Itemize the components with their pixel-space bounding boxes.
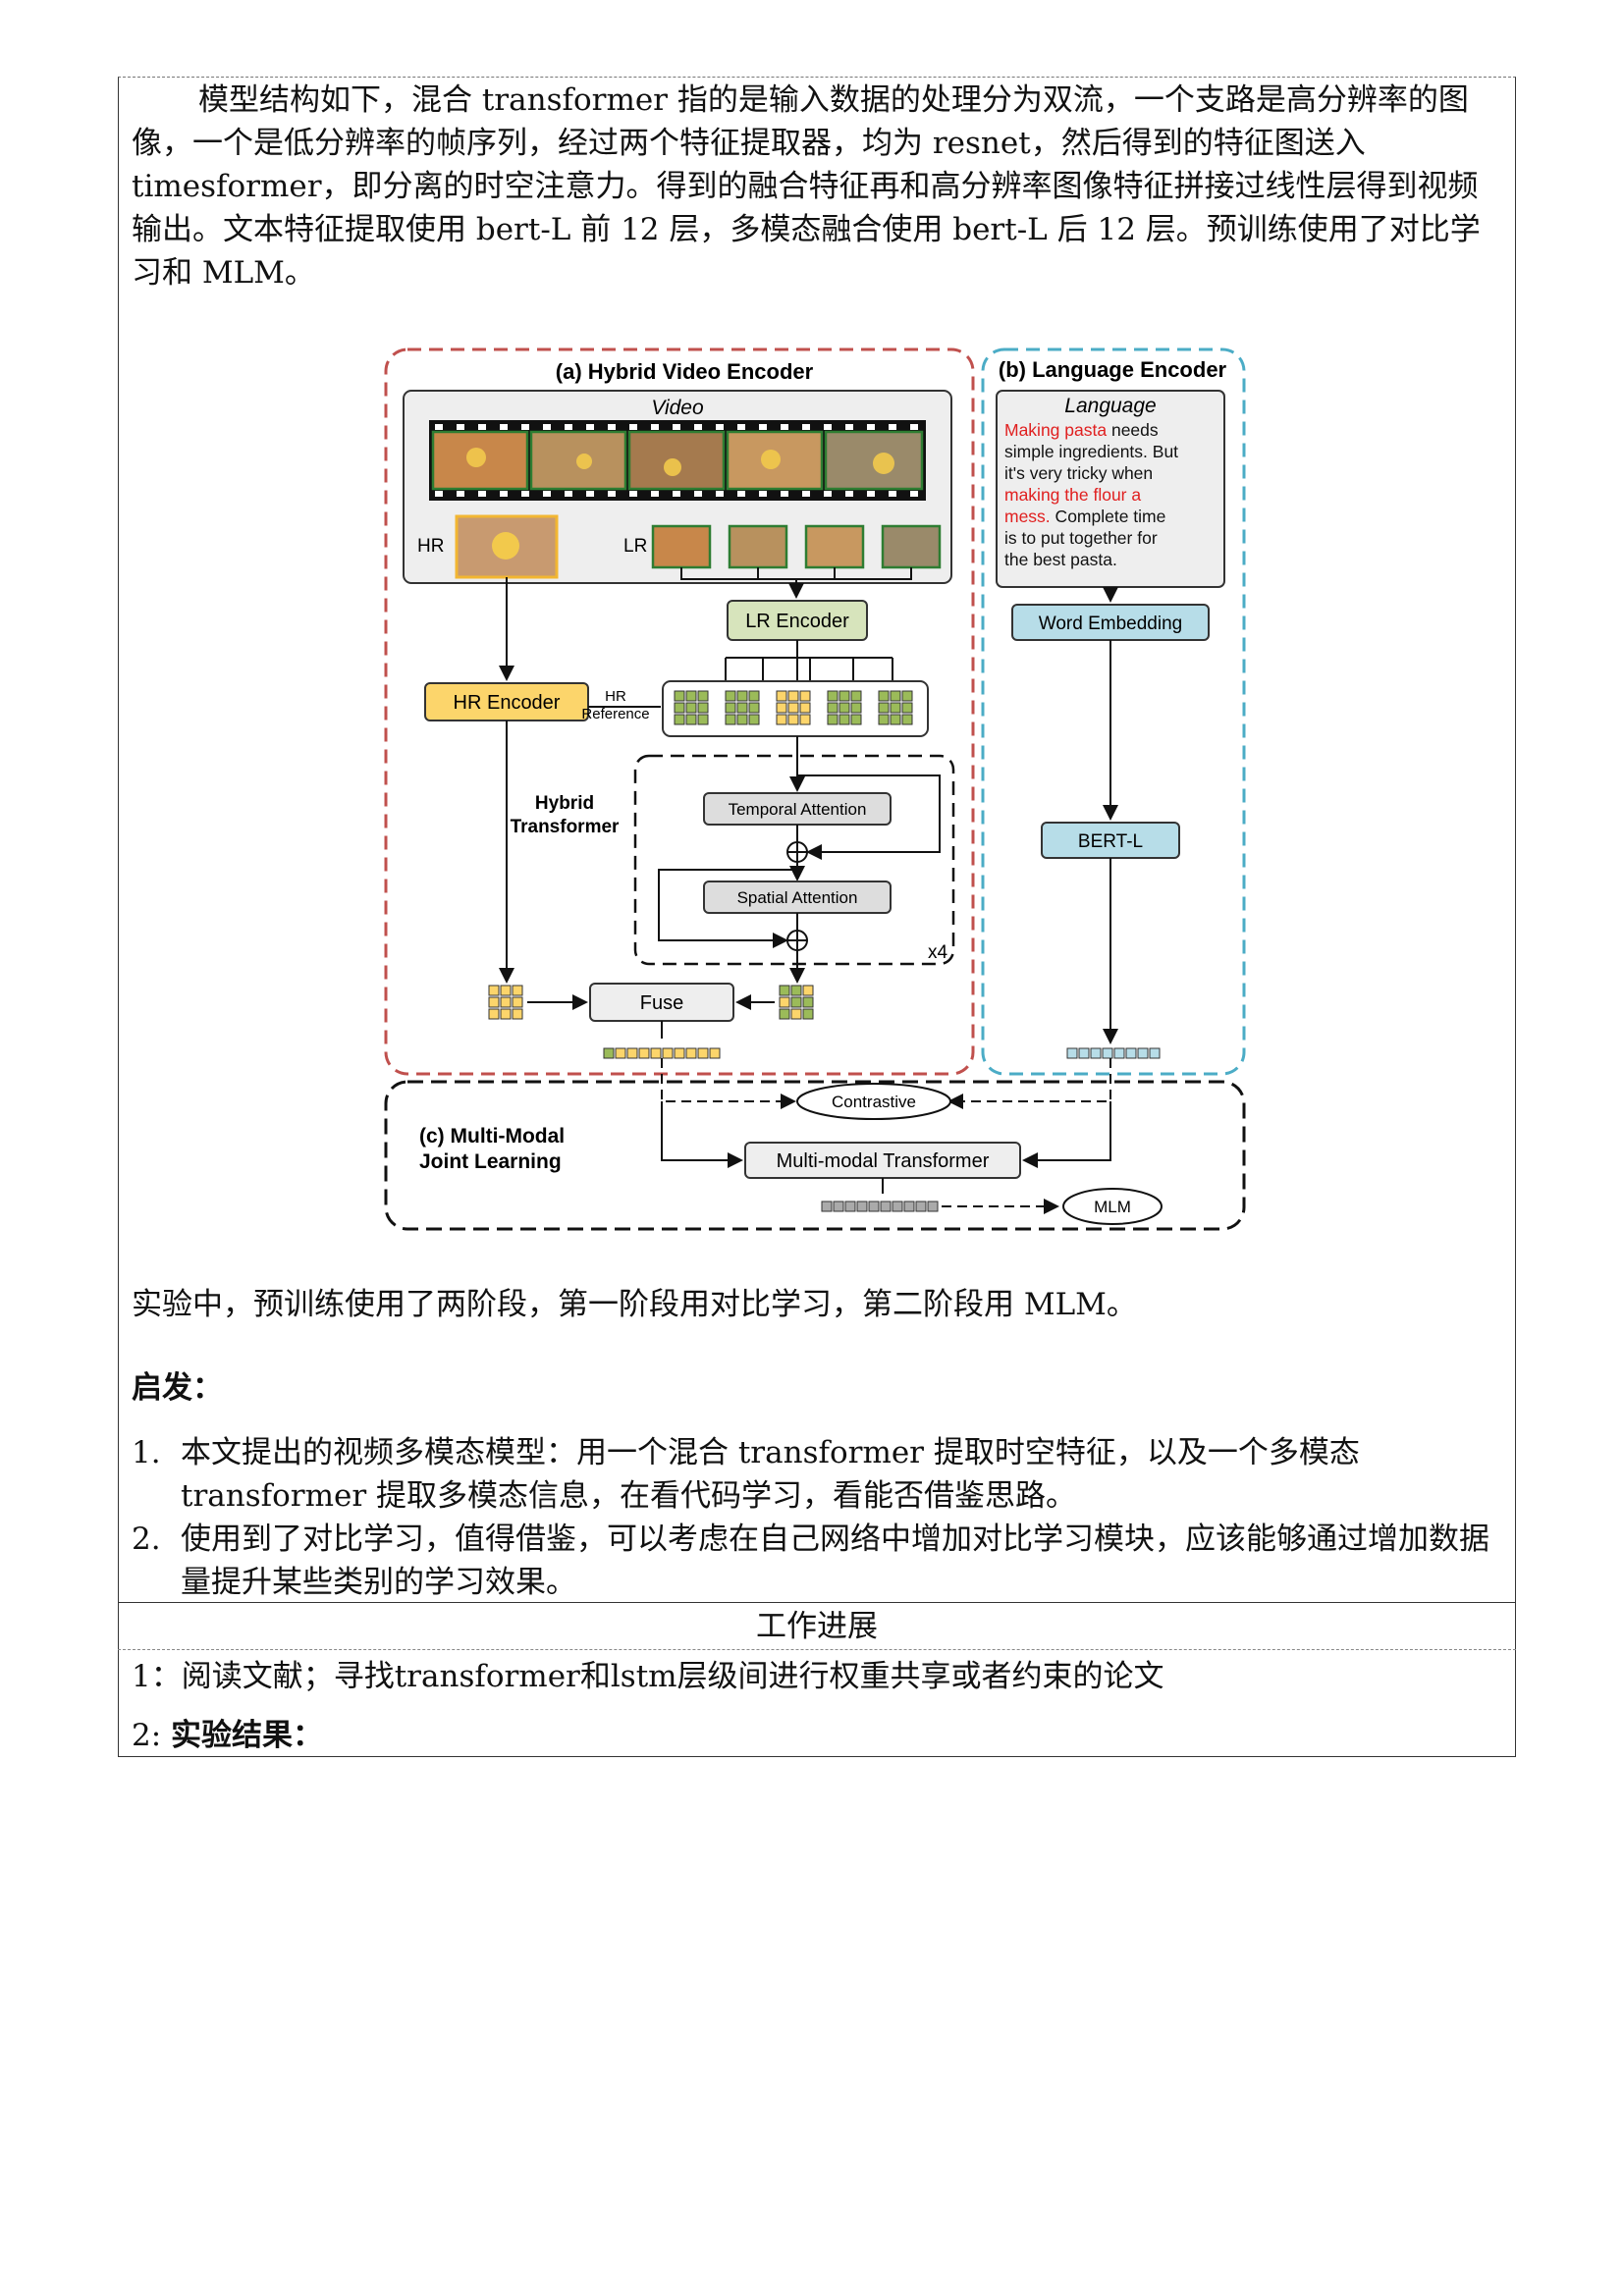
hr-frame: [455, 514, 559, 579]
mm-transformer-label: Multi-modal Transformer: [777, 1150, 990, 1172]
hr-reference-label: Reference: [581, 706, 649, 722]
panel-a-border: [384, 347, 975, 1076]
table-row-divider: [118, 1602, 1516, 1603]
repeat-label: x4: [928, 942, 948, 963]
lr-frame: [728, 524, 788, 569]
panel-b-border: [981, 347, 1246, 1076]
list-item: 2.使用到了对比学习，值得借鉴，可以考虑在自己网络中增加对比学习模块，应该能够通…: [132, 1522, 1489, 1600]
list-item: 1.本文提出的视频多模态模型：用一个混合 transformer 提取时空特征，…: [132, 1435, 1360, 1514]
table-frame: [118, 77, 1516, 1757]
mlm-label: MLM: [1094, 1198, 1131, 1216]
temporal-attention-label: Temporal Attention: [729, 800, 867, 819]
experiment-note: 实验中，预训练使用了两阶段，第一阶段用对比学习，第二阶段用 MLM。: [132, 1287, 1137, 1322]
language-sample-text: Making pasta needs simple ingredients. B…: [1004, 420, 1178, 569]
spatial-attention-label: Spatial Attention: [737, 888, 858, 907]
contrastive-node: [796, 1083, 951, 1120]
inspiration-list: 1.本文提出的视频多模态模型：用一个混合 transformer 提取时空特征，…: [132, 1431, 1501, 1604]
hr-label: HR: [417, 536, 444, 557]
language-text-line: simple ingredients. But: [1004, 442, 1178, 461]
hybrid-transformer-label: Hybrid: [535, 793, 594, 814]
lr-frame: [881, 524, 942, 569]
intro-paragraph: 模型结构如下，混合 transformer 指的是输入数据的处理分为双流，一个支…: [132, 82, 1481, 291]
hybrid-transformer-box: [633, 754, 955, 966]
language-text-line: is to put together for: [1004, 528, 1158, 548]
table-row-divider: [118, 1649, 1516, 1650]
inspiration-heading: 启发：: [132, 1370, 223, 1406]
video-label: Video: [651, 397, 704, 419]
language-text-line: mess. Complete time: [1004, 507, 1165, 526]
panel-c-title: (c) Multi-Modal: [419, 1125, 565, 1148]
panel-c-title: Joint Learning: [419, 1150, 562, 1173]
contrastive-label: Contrastive: [832, 1093, 916, 1111]
panel-a-title: (a) Hybrid Video Encoder: [556, 359, 814, 384]
architecture-figure: (a) Hybrid Video Encoder Video HR LR LR …: [384, 347, 1246, 1231]
language-label: Language: [1064, 395, 1156, 417]
hr-reference-label: HR: [605, 688, 626, 705]
panel-b-title: (b) Language Encoder: [999, 357, 1227, 382]
progress-heading: 工作进展: [756, 1609, 878, 1644]
lr-frame: [804, 524, 865, 569]
progress-item: 1：阅读文献；寻找transformer和lstm层级间进行权重共享或者约束的论…: [132, 1659, 1164, 1694]
hr-encoder-label: HR Encoder: [454, 692, 561, 714]
lr-label: LR: [623, 536, 647, 557]
word-embedding-label: Word Embedding: [1039, 614, 1182, 634]
language-text-line: Making pasta needs: [1004, 420, 1159, 440]
panel-c-border: [384, 1080, 1246, 1231]
mlm-node: [1062, 1188, 1163, 1225]
language-text-line: the best pasta.: [1004, 550, 1117, 569]
language-text-line: making the flour a: [1004, 485, 1141, 505]
lr-frame: [651, 524, 712, 569]
hybrid-transformer-label: Transformer: [511, 817, 620, 837]
progress-item: 2: 实验结果：: [132, 1718, 324, 1753]
fuse-label: Fuse: [640, 992, 683, 1014]
bert-l-label: BERT-L: [1078, 831, 1143, 852]
language-text-line: it's very tricky when: [1004, 463, 1153, 483]
lr-encoder-label: LR Encoder: [745, 611, 849, 632]
